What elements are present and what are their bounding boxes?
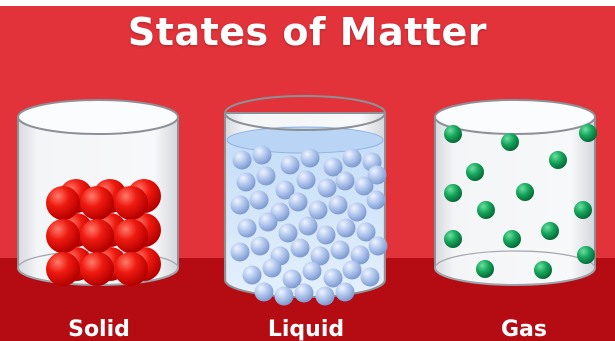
solid-particle <box>114 186 148 220</box>
liquid-particle <box>342 260 362 280</box>
liquid-particle <box>250 236 270 256</box>
liquid-particle <box>296 170 316 190</box>
liquid-particle <box>275 180 295 200</box>
liquid-particle <box>354 176 374 196</box>
liquid-particle <box>368 236 388 256</box>
liquid-particle <box>356 222 376 242</box>
liquid-particle <box>335 171 355 191</box>
page-title: States of Matter <box>127 10 488 54</box>
liquid-particle <box>330 240 350 260</box>
gas-particle <box>444 125 462 143</box>
liquid-particle <box>316 225 336 245</box>
liquid-particle <box>288 192 308 212</box>
liquid-particle <box>256 166 276 186</box>
liquid-particle <box>262 258 282 278</box>
liquid-particle <box>230 195 250 215</box>
liquid-jar <box>224 95 388 306</box>
gas-particle <box>549 151 567 169</box>
gas-particle <box>579 124 597 142</box>
liquid-particle <box>310 246 330 266</box>
gas-jar <box>434 99 597 286</box>
liquid-particle <box>249 190 269 210</box>
solid-particle <box>114 219 148 253</box>
liquid-particle <box>323 268 343 288</box>
liquid-particle <box>232 150 252 170</box>
gas-particle <box>574 201 592 219</box>
solid-particle <box>46 252 80 286</box>
gas-label: Gas <box>501 317 547 341</box>
liquid-particle <box>237 218 257 238</box>
liquid-particle <box>328 195 348 215</box>
gas-particle <box>541 222 559 240</box>
liquid-particle <box>278 223 298 243</box>
solid-label: Solid <box>68 317 130 341</box>
gas-particle <box>444 230 462 248</box>
liquid-particle <box>308 200 328 220</box>
liquid-particle <box>258 212 278 232</box>
solid-particle <box>46 219 80 253</box>
liquid-particle <box>252 145 272 165</box>
liquid-particle <box>323 157 343 177</box>
solid-particle <box>80 186 114 220</box>
liquid-particle <box>294 283 314 303</box>
liquid-particle <box>254 282 274 302</box>
liquid-particle <box>298 216 318 236</box>
top-border <box>0 0 615 6</box>
gas-particle <box>466 163 484 181</box>
gas-particle <box>577 246 595 264</box>
liquid-particle <box>290 238 310 258</box>
liquid-particle <box>300 148 320 168</box>
solid-jar <box>17 99 179 286</box>
liquid-particle <box>280 155 300 175</box>
liquid-particle <box>360 267 380 287</box>
liquid-particle <box>274 286 294 306</box>
gas-particle <box>534 261 552 279</box>
liquid-particle <box>366 190 386 210</box>
gas-particle <box>444 184 462 202</box>
solid-particles <box>46 179 161 286</box>
liquid-particle <box>282 269 302 289</box>
gas-particle <box>476 260 494 278</box>
liquid-particle <box>317 178 337 198</box>
liquid-particle <box>236 172 256 192</box>
liquid-particle <box>342 148 362 168</box>
gas-particle <box>503 230 521 248</box>
liquid-label: Liquid <box>267 317 345 341</box>
solid-particle <box>80 252 114 286</box>
solid-particle <box>80 219 114 253</box>
liquid-particle <box>242 265 262 285</box>
gas-particles <box>444 124 597 279</box>
gas-particle <box>477 201 495 219</box>
gas-particle <box>516 183 534 201</box>
liquid-particle <box>336 218 356 238</box>
gas-particle <box>501 133 519 151</box>
liquid-particle <box>302 261 322 281</box>
liquid-particle <box>347 202 367 222</box>
liquid-particle <box>230 242 250 262</box>
liquid-particle <box>367 165 387 185</box>
solid-particle <box>46 186 80 220</box>
liquid-particle <box>350 245 370 265</box>
solid-particle <box>114 252 148 286</box>
liquid-particle <box>335 282 355 302</box>
liquid-particles <box>230 145 388 306</box>
liquid-particle <box>315 286 335 306</box>
